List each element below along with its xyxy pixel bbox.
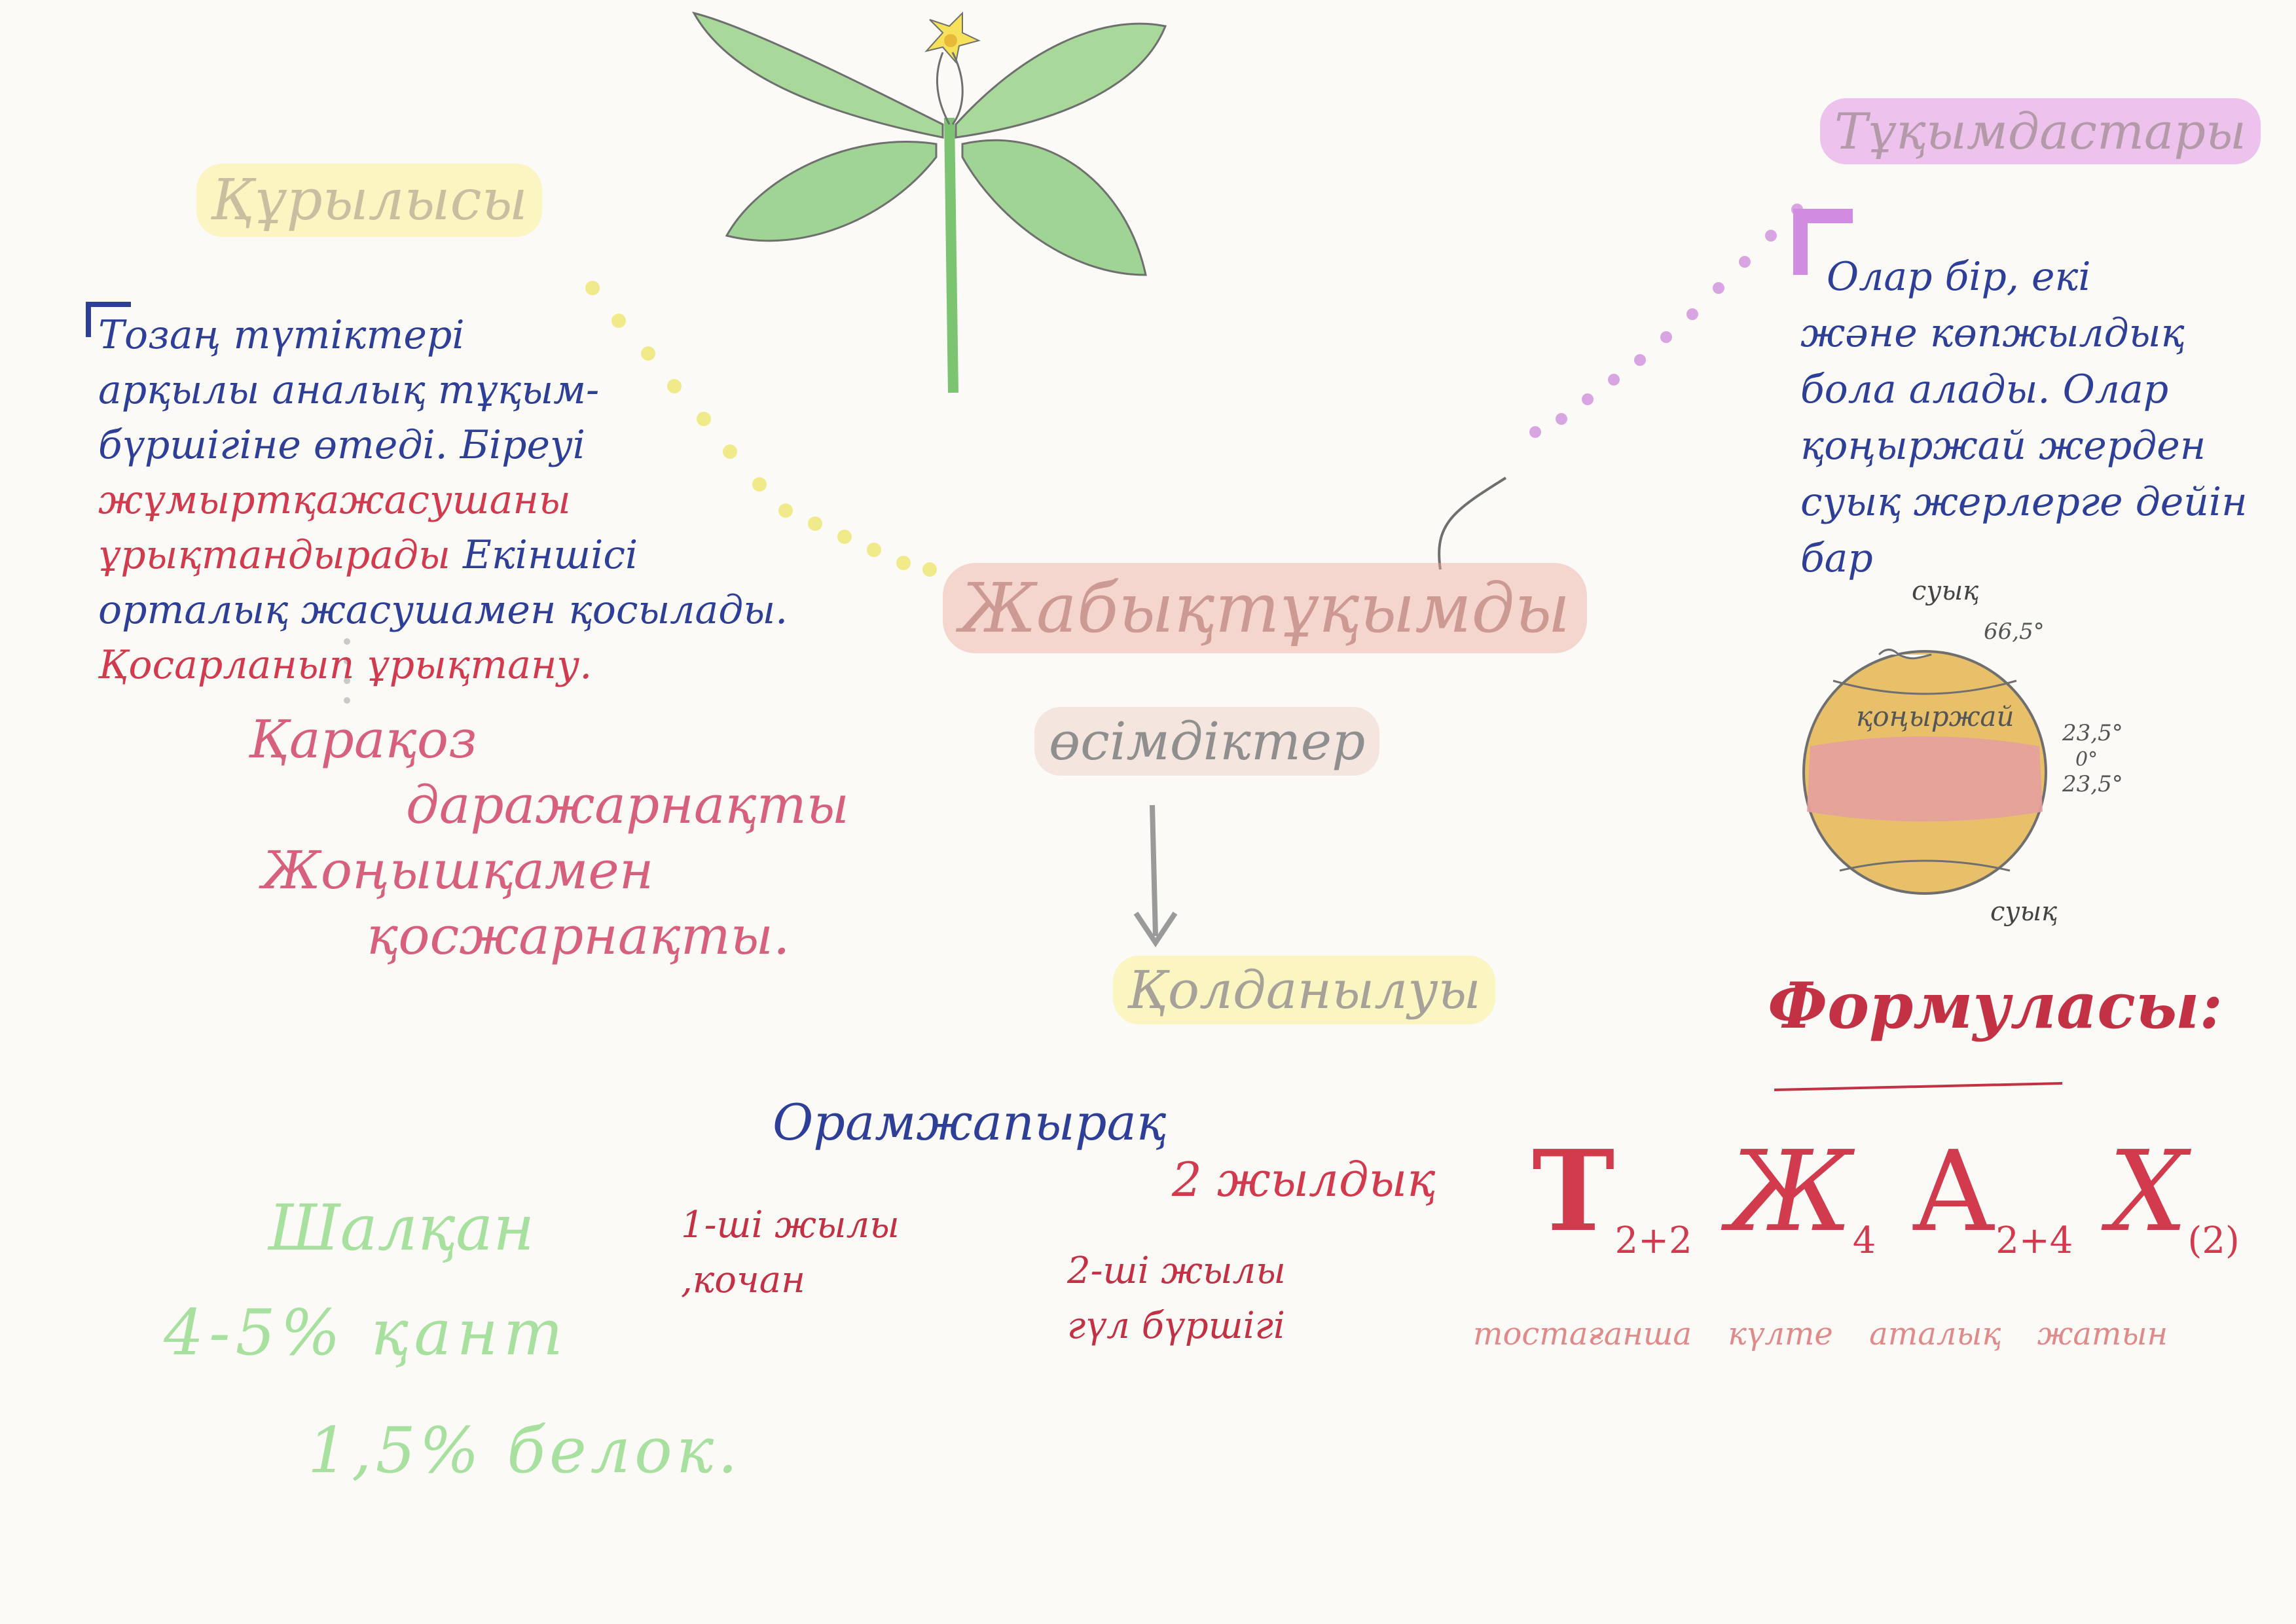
nutrition-protein: 1,5% белок. [308, 1414, 742, 1487]
connector-families [1529, 204, 1803, 438]
center-title-line2: өсімдіктер [1049, 711, 1366, 772]
formula-sub-t: 2+2 [1614, 1219, 1692, 1262]
center-node-subtitle: өсімдіктер [1034, 707, 1380, 776]
nutrition-title: Шалқан [268, 1191, 535, 1265]
lifecycle-year2: 2-ші жылы гүл бүршігі [1067, 1244, 1286, 1354]
formula-sub-x: (2) [2187, 1219, 2240, 1262]
formula-title: Формуласы: [1768, 969, 2223, 1043]
formula-letter-t: Т [1532, 1126, 1615, 1257]
formula-expression: Т2+2 Ж4 А2+4 Х(2) [1532, 1126, 2240, 1262]
globe-zone-label: қоңыржай [1856, 700, 2014, 732]
structure-note-line-6: орталық жасушамен қосылады. [98, 587, 788, 633]
types-line-2: даражарнақты [406, 774, 849, 835]
corner-mark-families [1793, 209, 1853, 275]
usage-title-text: Қолданылуы [1127, 960, 1481, 1020]
center-title-line1: Жабықтұқымды [960, 568, 1571, 648]
corner-mark-structure [86, 302, 131, 337]
families-note-line-2: және көпжылдық [1800, 310, 2185, 356]
families-note-line-3: бола алады. Олар [1800, 367, 2169, 412]
types-line-1: Қарақоз [249, 709, 477, 770]
formula-sub-a: 2+4 [1995, 1219, 2073, 1262]
families-note: Олар бір, екі және көпжылдық бола алады.… [1800, 249, 2248, 586]
globe-lat-23-top: 23,5° [2062, 720, 2123, 746]
structure-title: Құрылысы [196, 164, 542, 237]
globe-lat-0: 0° [2075, 748, 2098, 771]
structure-title-text: Құрылысы [211, 168, 528, 233]
families-note-line-6: бар [1800, 535, 1873, 581]
structure-note-line-7: Қосарланып ұрықтану. [98, 642, 592, 688]
lifecycle-year1: 1-ші жылы ,кочан [681, 1198, 900, 1308]
structure-note-line-4: жұмыртқажасушаны [98, 477, 571, 523]
lifecycle-year1-line2: ,кочан [681, 1259, 806, 1301]
lifecycle-year1-line1: 1-ші жылы [681, 1204, 900, 1246]
globe-lat-66: 66,5° [1984, 619, 2045, 645]
structure-note: Тозаң түтіктері арқылы аналық тұқым- бүр… [98, 308, 788, 693]
structure-types: Қарақоз даражарнақты Жоңышқамен қосжарна… [249, 707, 849, 969]
formula-sub-k: 4 [1852, 1219, 1876, 1262]
globe-label-top: суық [1912, 576, 1979, 606]
connector-types [344, 638, 350, 704]
lifecycle-heading: Орамжапырақ [773, 1093, 1167, 1151]
nutrition-sugar: 4-5% қант [164, 1296, 568, 1369]
connector-usage-arrow [1133, 804, 1178, 948]
structure-note-line-1: Тозаң түтіктері [98, 312, 465, 358]
families-note-line-5: суық жерлерге дейін [1800, 479, 2248, 525]
structure-note-line-5: ұрықтандырады Екіншісі [98, 528, 788, 583]
structure-note-blue-fragment: Екіншісі [463, 532, 638, 578]
structure-note-line-3: бүршігіне өтеді. Біреуі [98, 422, 585, 468]
formula-letter-x: Х [2108, 1127, 2188, 1257]
lifecycle-year2-line2: гүл бүршігі [1067, 1305, 1285, 1347]
families-title-text: Тұқымдастары [1834, 102, 2246, 160]
usage-title: Қолданылуы [1113, 956, 1495, 1024]
types-line-4: қосжарнақты. [367, 905, 790, 966]
globe-label-bottom: суық [1990, 897, 2058, 927]
connector-structure [585, 281, 937, 577]
lifecycle-year2-line1: 2-ші жылы [1067, 1250, 1286, 1292]
formula-letter-k: Ж [1727, 1127, 1853, 1257]
structure-note-line-2: арқылы аналық тұқым- [98, 367, 600, 413]
families-title: Тұқымдастары [1820, 98, 2261, 164]
structure-note-red-fragment: ұрықтандырады [98, 532, 450, 578]
globe-diagram [1802, 649, 2047, 895]
center-node-title: Жабықтұқымды [943, 563, 1588, 653]
families-note-line-1: Олар бір, екі [1827, 254, 2091, 300]
types-line-3: Жоңышқамен [262, 840, 654, 901]
plant-illustration [692, 11, 1167, 393]
lifecycle-two-year: 2 жылдық [1172, 1152, 1436, 1207]
formula-caption: тостағанша күлте аталық жатын [1473, 1316, 2168, 1352]
globe-lat-23-bottom: 23,5° [2062, 771, 2123, 797]
families-note-line-4: қоңыржай жерден [1800, 423, 2206, 469]
formula-underline [1774, 1082, 2063, 1091]
formula-letter-a: А [1911, 1127, 1996, 1257]
